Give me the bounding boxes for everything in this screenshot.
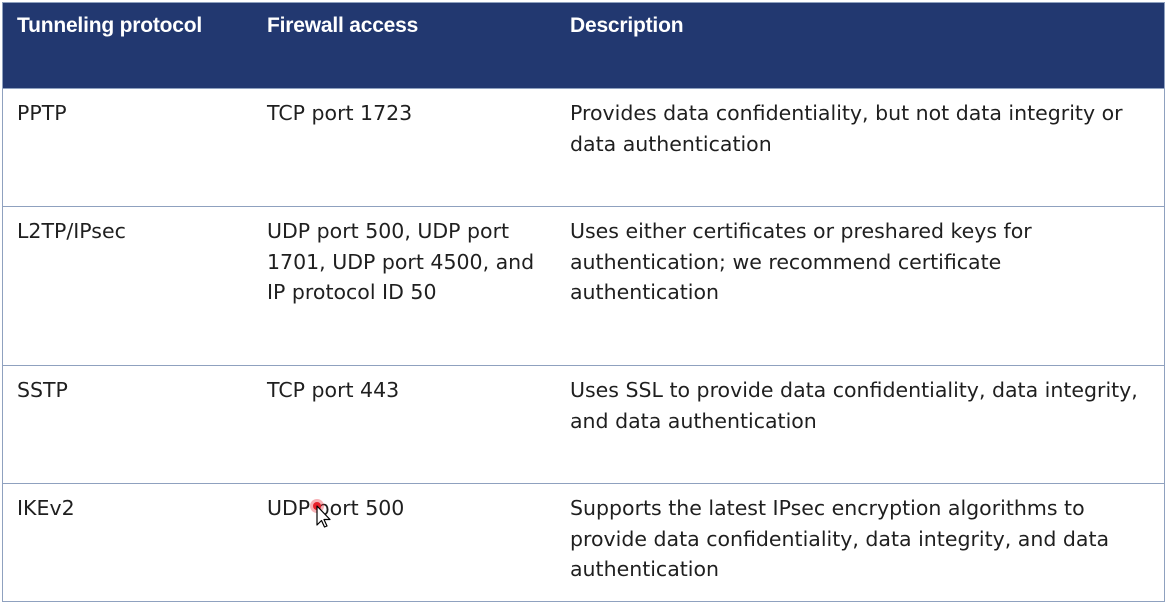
firewall-cell: UDP port 500, UDP port 1701, UDP port 45… [267,219,535,304]
protocol-cell: PPTP [17,101,67,125]
firewall-cell: UDP port 500 [267,496,405,520]
description-cell: Provides data confidentiality, but not d… [570,101,1123,156]
table-row: PPTP TCP port 1723 Provides data confide… [3,88,1164,206]
table-row: L2TP/IPsec UDP port 500, UDP port 1701, … [3,206,1164,365]
protocol-cell: SSTP [17,378,68,402]
firewall-cell: TCP port 443 [267,378,400,402]
header-firewall-access: Firewall access [267,14,419,37]
protocol-cell: IKEv2 [17,496,75,520]
firewall-cell: TCP port 1723 [267,101,413,125]
header-tunneling-protocol: Tunneling protocol [17,14,202,37]
description-cell: Uses either certificates or preshared ke… [570,219,1032,304]
table-row: SSTP TCP port 443 Uses SSL to provide da… [3,365,1164,483]
protocol-cell: L2TP/IPsec [17,219,126,243]
description-cell: Supports the latest IPsec encryption alg… [570,496,1110,581]
table-header-row: Tunneling protocol Firewall access Descr… [3,3,1164,88]
description-cell: Uses SSL to provide data confidentiality… [570,378,1138,433]
table-row: IKEv2 UDP port 500 Supports the latest I… [3,483,1164,601]
header-description: Description [570,14,684,37]
